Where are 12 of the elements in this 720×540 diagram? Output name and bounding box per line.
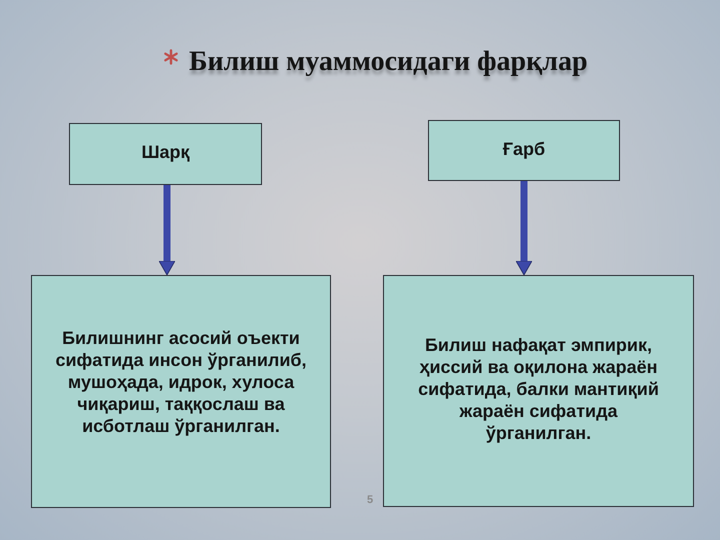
box-text: Билиш нафақат эмпирик, ҳиссий ва оқилона жараён сифатида, балки мантиқий жараён сифатида ўрганилган. xyxy=(417,334,660,444)
slide-title: Билиш муаммосидаги фарқлар xyxy=(189,45,588,79)
heading-box xyxy=(69,123,262,185)
arrow xyxy=(158,185,176,276)
heading-box xyxy=(428,120,620,181)
box-heading: Ғарб xyxy=(502,138,546,160)
box-text: Билишнинг асосий оъекти сифатида инсон ўрганилиб, мушоҳада, идрок, хулоса чиқариш, таққослаш ва исботлаш ўрганилган. xyxy=(54,326,308,436)
text-box xyxy=(383,275,694,507)
page-number: 5 xyxy=(367,493,374,508)
text-box xyxy=(31,275,331,508)
box-heading: Шарқ xyxy=(141,141,190,163)
arrow xyxy=(516,181,532,276)
